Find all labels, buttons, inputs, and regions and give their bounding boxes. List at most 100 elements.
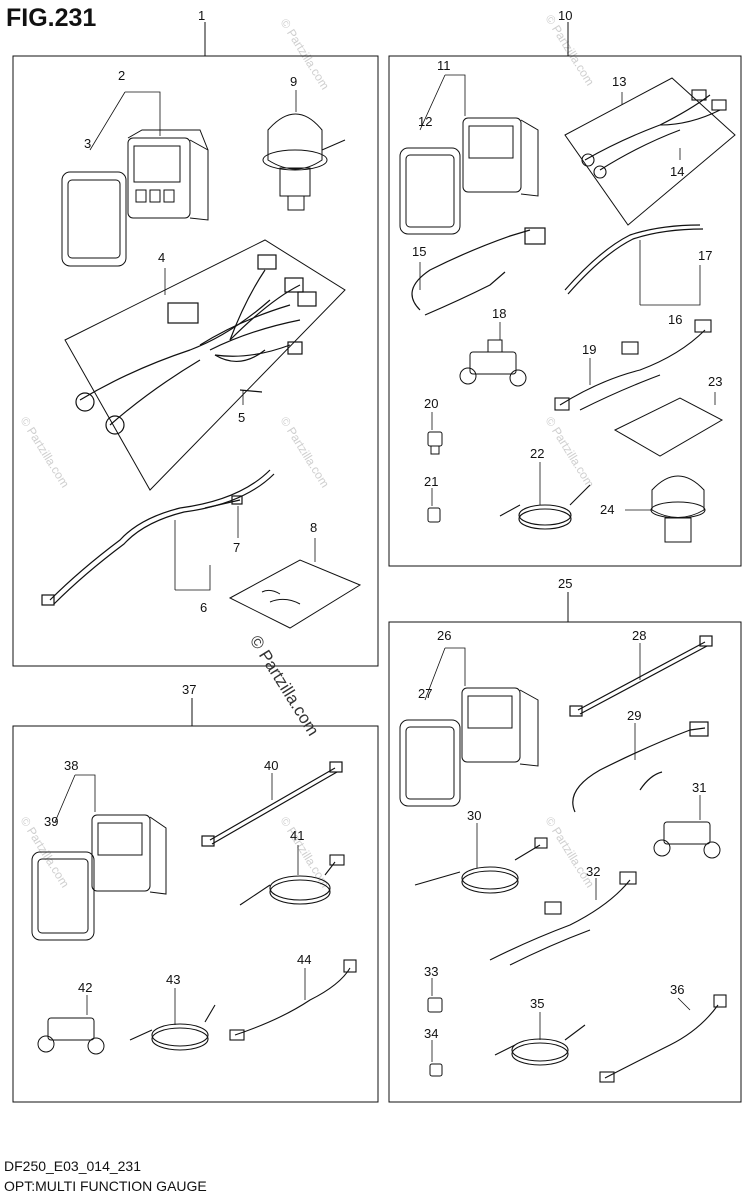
cable-40 — [201, 761, 343, 847]
harness-13 — [581, 89, 727, 179]
callout-12: 12 — [418, 114, 432, 129]
cable-29 — [572, 721, 709, 813]
group-37-frame — [12, 725, 379, 1103]
callout-4: 4 — [158, 250, 165, 265]
terminator-20 — [427, 431, 443, 455]
callout-41: 41 — [290, 828, 304, 843]
callout-8: 8 — [310, 520, 317, 535]
gauge-housing-26 — [461, 687, 539, 767]
callout-28: 28 — [632, 628, 646, 643]
callout-1: 1 — [198, 8, 205, 23]
watermark-text: © Partzilla.com — [542, 414, 597, 490]
callout-19: 19 — [582, 342, 596, 357]
watermark-text: © Partzilla.com — [277, 414, 332, 490]
gauge-housing-11 — [462, 117, 539, 197]
callout-2: 2 — [118, 68, 125, 83]
callout-16: 16 — [668, 312, 682, 327]
background-watermarks: © Partzilla.com © Partzilla.com © Partzi… — [17, 12, 597, 890]
callout-17: 17 — [698, 248, 712, 263]
cable-44 — [229, 959, 357, 1041]
bag-23 — [613, 397, 724, 457]
callout-10: 10 — [558, 8, 572, 23]
gauge-housing-38 — [91, 814, 167, 895]
gauge-bezel-39 — [31, 851, 95, 941]
callout-38: 38 — [64, 758, 78, 773]
group-10-frame — [388, 55, 742, 567]
harness-19 — [554, 319, 712, 411]
cable-15 — [411, 227, 546, 316]
group-25-leaders — [424, 643, 701, 1062]
callout-3: 3 — [84, 136, 91, 151]
cable-30 — [414, 837, 548, 894]
watermark-text: © Partzilla.com — [277, 814, 332, 890]
callout-labels: 1 2 3 4 5 6 7 8 9 10 11 12 13 14 15 16 1… — [44, 8, 722, 1041]
figure-title: FIG.231 — [6, 4, 97, 32]
callout-21: 21 — [424, 474, 438, 489]
callout-7: 7 — [233, 540, 240, 555]
callout-22: 22 — [530, 446, 544, 461]
cable-36 — [599, 994, 727, 1083]
group-37-leaders — [54, 773, 306, 1025]
callout-29: 29 — [627, 708, 641, 723]
figure-caption: OPT:MULTI FUNCTION GAUGE — [4, 1178, 207, 1194]
group-10-leaders — [419, 74, 716, 511]
callout-13: 13 — [612, 74, 626, 89]
terminator-33 — [427, 997, 443, 1013]
callout-20: 20 — [424, 396, 438, 411]
gauge-bezel-27 — [399, 719, 461, 807]
callout-5: 5 — [238, 410, 245, 425]
terminator-34 — [429, 1063, 443, 1077]
callout-27: 27 — [418, 686, 432, 701]
buzzer-9 — [262, 113, 346, 211]
callout-42: 42 — [78, 980, 92, 995]
cable-28 — [569, 635, 713, 717]
cable-22 — [499, 484, 591, 530]
callout-33: 33 — [424, 964, 438, 979]
t-connector-18 — [459, 339, 527, 387]
harness-32 — [489, 871, 637, 966]
callout-30: 30 — [467, 808, 481, 823]
callout-26: 26 — [437, 628, 451, 643]
cable-43 — [129, 1004, 216, 1051]
gauge-bezel-3 — [61, 171, 127, 267]
callout-18: 18 — [492, 306, 506, 321]
callout-39: 39 — [44, 814, 58, 829]
harness-4-frame — [64, 239, 346, 491]
figure-code: DF250_E03_014_231 — [4, 1158, 142, 1174]
buzzer-24 — [650, 475, 706, 543]
callout-24: 24 — [600, 502, 614, 517]
group-1-leaders — [89, 90, 316, 591]
callout-14: 14 — [670, 164, 684, 179]
t-connector-31 — [653, 821, 721, 859]
callout-37: 37 — [182, 682, 196, 697]
group-1-frame — [12, 55, 379, 667]
watermark-text: © Partzilla.com — [542, 12, 597, 88]
callout-44: 44 — [297, 952, 311, 967]
harness-13-frame — [564, 77, 736, 226]
callout-6: 6 — [200, 600, 207, 615]
callout-15: 15 — [412, 244, 426, 259]
callout-35: 35 — [530, 996, 544, 1011]
callout-43: 43 — [166, 972, 180, 987]
callout-25: 25 — [558, 576, 572, 591]
cable-6 — [41, 469, 275, 606]
callout-23: 23 — [708, 374, 722, 389]
callout-36: 36 — [670, 982, 684, 997]
group-25-frame — [388, 621, 742, 1103]
callout-11: 11 — [437, 58, 451, 73]
cable-16 — [564, 224, 704, 295]
callout-40: 40 — [264, 758, 278, 773]
callout-31: 31 — [692, 780, 706, 795]
cable-41 — [239, 854, 345, 906]
gauge-housing-2 — [127, 129, 209, 221]
watermark-text: © Partzilla.com — [17, 414, 72, 490]
watermark-text: © Partzilla.com — [277, 16, 332, 92]
callout-32: 32 — [586, 864, 600, 879]
t-connector-42 — [37, 1017, 105, 1055]
bag-8 — [228, 559, 362, 629]
callout-9: 9 — [290, 74, 297, 89]
wire-harness-4 — [75, 254, 317, 435]
gauge-bezel-12 — [399, 147, 461, 235]
